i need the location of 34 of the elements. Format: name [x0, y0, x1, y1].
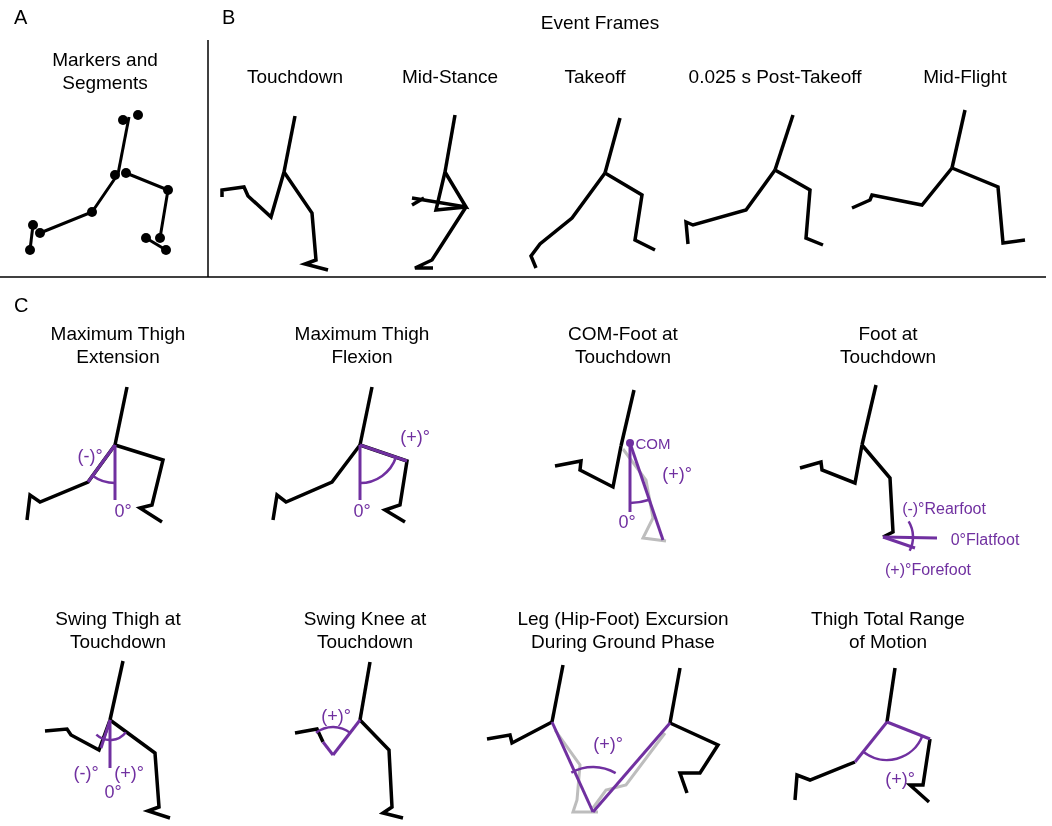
angle-label: 0° — [353, 501, 371, 523]
panel-title: Swing Thigh at Touchdown — [54, 608, 182, 654]
angle-label: 0° — [104, 782, 122, 804]
angle-label: (-)° — [73, 763, 99, 785]
panel-title: Mid-Stance — [401, 65, 499, 89]
com-label: COM — [635, 435, 671, 453]
foot-angle-label: 0°Flatfoot — [950, 530, 1020, 550]
angle-label: (+)° — [885, 769, 915, 791]
angle-label: (+)° — [321, 706, 351, 728]
panel-title: Leg (Hip-Foot) Excursion During Ground Phase — [516, 608, 730, 654]
panel-letter: B — [222, 5, 236, 29]
angle-label: 0° — [114, 501, 132, 523]
panel-title: Event Frames — [540, 11, 660, 35]
panel-title: Touchdown — [246, 65, 344, 89]
panel-title: 0.025 s Post-Takeoff — [688, 65, 862, 89]
panel-title: Thigh Total Range of Motion — [810, 608, 966, 654]
angle-label: (+)° — [400, 427, 430, 449]
panel-title: COM-Foot at Touchdown — [567, 323, 679, 369]
angle-label: (+)° — [662, 464, 692, 486]
panel-letter: C — [14, 293, 29, 317]
foot-angle-label: (-)°Rearfoot — [902, 499, 986, 519]
angle-label: 0° — [618, 512, 636, 534]
panel-title: Mid-Flight — [923, 65, 1007, 89]
panel-letter: A — [14, 5, 28, 29]
panel-title: Swing Knee at Touchdown — [302, 608, 428, 654]
panel-title: Foot at Touchdown — [838, 323, 938, 369]
foot-angle-label: (+)°Forefoot — [885, 560, 971, 580]
panel-title: Maximum Thigh Flexion — [293, 323, 431, 369]
panel-title: Markers and Segments — [51, 49, 159, 95]
panel-title: Maximum Thigh Extension — [49, 323, 187, 369]
angle-label: (+)° — [593, 734, 623, 756]
angle-label: (-)° — [77, 446, 103, 468]
panel-title: Takeoff — [564, 65, 626, 89]
angle-label: (+)° — [114, 763, 144, 785]
